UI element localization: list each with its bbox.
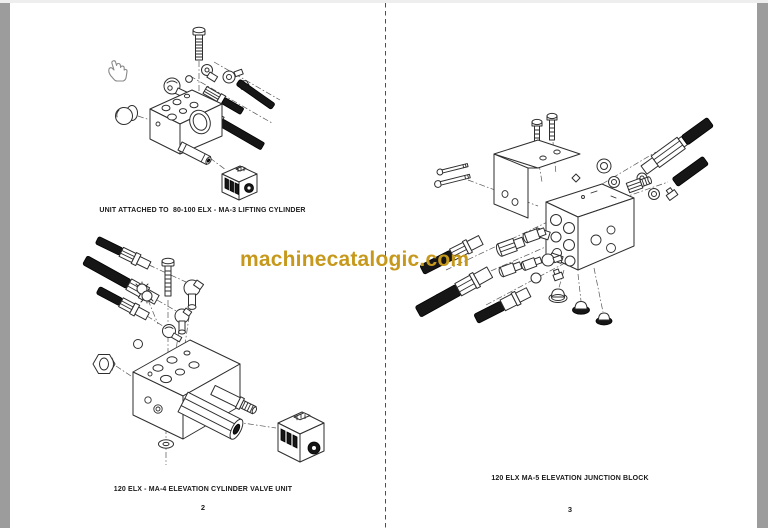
viewer-top-line bbox=[0, 0, 768, 3]
round-plug bbox=[115, 105, 138, 125]
ball-joint-fitting bbox=[162, 324, 183, 343]
union-fitting bbox=[222, 68, 244, 84]
elbow-fitting bbox=[183, 279, 205, 310]
figure-ma3-lifting-cylinder-unit-exploded-diagram bbox=[108, 26, 281, 201]
washer bbox=[158, 439, 174, 449]
bolt bbox=[161, 257, 175, 297]
figure-ma5-junction-block-exploded-diagram bbox=[415, 112, 714, 326]
hose-assembly bbox=[95, 236, 152, 270]
elbow-fitting bbox=[648, 187, 679, 201]
figure-caption: 120 ELX - MA-4 ELEVATION CYLINDER VALVE … bbox=[113, 486, 293, 493]
hose bbox=[236, 79, 275, 110]
ball-joint-fitting bbox=[530, 253, 564, 284]
hex-adapter bbox=[520, 256, 543, 271]
viewer-left-margin bbox=[0, 0, 10, 528]
figure-caption: 120 ELX MA-5 ELEVATION JUNCTION BLOCK bbox=[491, 475, 649, 482]
hose-assembly bbox=[420, 235, 484, 275]
page-fold-divider bbox=[385, 3, 387, 528]
hose-assembly bbox=[640, 117, 714, 175]
knurled-fitting bbox=[135, 281, 154, 304]
bolt bbox=[192, 26, 206, 61]
solenoid-valve bbox=[277, 411, 325, 463]
cap-nut bbox=[572, 301, 590, 315]
hex-adapter bbox=[495, 236, 526, 257]
elbow-fitting bbox=[201, 64, 219, 83]
figure-ma4-elevation-valve-unit-exploded-diagram bbox=[82, 236, 325, 465]
hose-assembly bbox=[96, 286, 150, 321]
cylinder-body bbox=[177, 391, 244, 440]
cap-nut bbox=[595, 312, 613, 326]
cap-nut bbox=[548, 288, 568, 303]
elbow-fitting bbox=[174, 307, 193, 335]
solenoid-valve bbox=[221, 165, 258, 201]
viewer-right-margin bbox=[757, 0, 768, 528]
bolt bbox=[546, 112, 558, 141]
hose-assembly bbox=[202, 86, 244, 115]
small-nut bbox=[133, 339, 143, 349]
watermark-text: machinecatalogic.com bbox=[240, 248, 470, 271]
figure-caption: UNIT ATTACHED TO 80-100 ELX - MA-3 LIFTI… bbox=[99, 207, 306, 214]
hex-adapter bbox=[522, 227, 547, 244]
small-nut bbox=[185, 75, 193, 83]
mounting-bracket bbox=[493, 139, 581, 219]
hex-adapter bbox=[498, 261, 523, 278]
valve-block bbox=[149, 89, 223, 155]
hose bbox=[672, 156, 709, 187]
hex-plug bbox=[92, 354, 116, 374]
page-number: 2 bbox=[200, 503, 206, 512]
pin bbox=[434, 173, 471, 188]
hose-assembly bbox=[474, 287, 532, 324]
hose-assembly bbox=[415, 266, 494, 317]
pin bbox=[436, 163, 469, 176]
page-number: 3 bbox=[567, 505, 573, 514]
hand-icon bbox=[108, 60, 128, 82]
cylinder-stem bbox=[177, 141, 212, 166]
threaded-nipple bbox=[625, 176, 652, 194]
threaded-stem bbox=[210, 385, 258, 415]
